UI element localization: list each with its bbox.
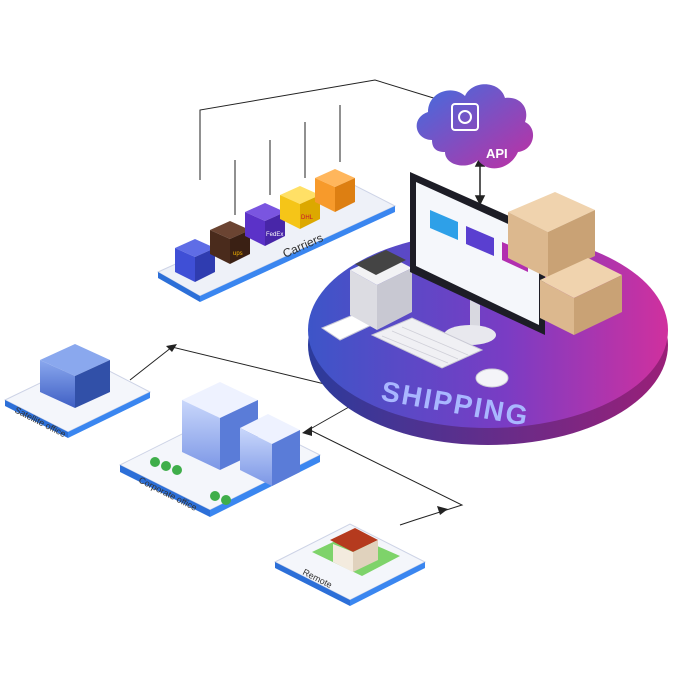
- carrier-box-fedex: FedEx: [245, 203, 285, 246]
- cardboard-boxes: [508, 192, 622, 335]
- keyboard: [370, 317, 484, 369]
- chip-icon: [451, 103, 479, 131]
- arrowheads: [166, 344, 448, 515]
- satellite-shipping-line: [129, 346, 372, 433]
- mouse: [475, 368, 509, 388]
- fedex-mark: FedEx: [266, 232, 283, 238]
- api-cloud: API: [416, 84, 534, 169]
- api-arrow: [474, 156, 486, 206]
- carrier-box-ups: ups: [210, 221, 250, 264]
- satellite-office: Satellite office: [3, 344, 152, 439]
- api-label: API: [486, 146, 508, 161]
- carrier-boxes: ups FedEx DHL: [175, 169, 355, 282]
- corporate-office: Corporate office: [118, 382, 322, 517]
- carrier-box-usps: [175, 239, 215, 282]
- dhl-mark: DHL: [301, 215, 314, 221]
- remote-office: Remote: [273, 523, 427, 606]
- label-printer: [350, 250, 412, 330]
- connection-lines: [129, 79, 464, 526]
- carrier-box-courier: [315, 169, 355, 212]
- corporate-remote-line: [309, 429, 464, 526]
- carriers-api-line: [199, 79, 441, 180]
- carrier-box-dhl: DHL: [280, 186, 320, 229]
- computer-monitor: [410, 172, 545, 345]
- ups-mark: ups: [233, 251, 243, 257]
- gear-icon: [458, 110, 472, 124]
